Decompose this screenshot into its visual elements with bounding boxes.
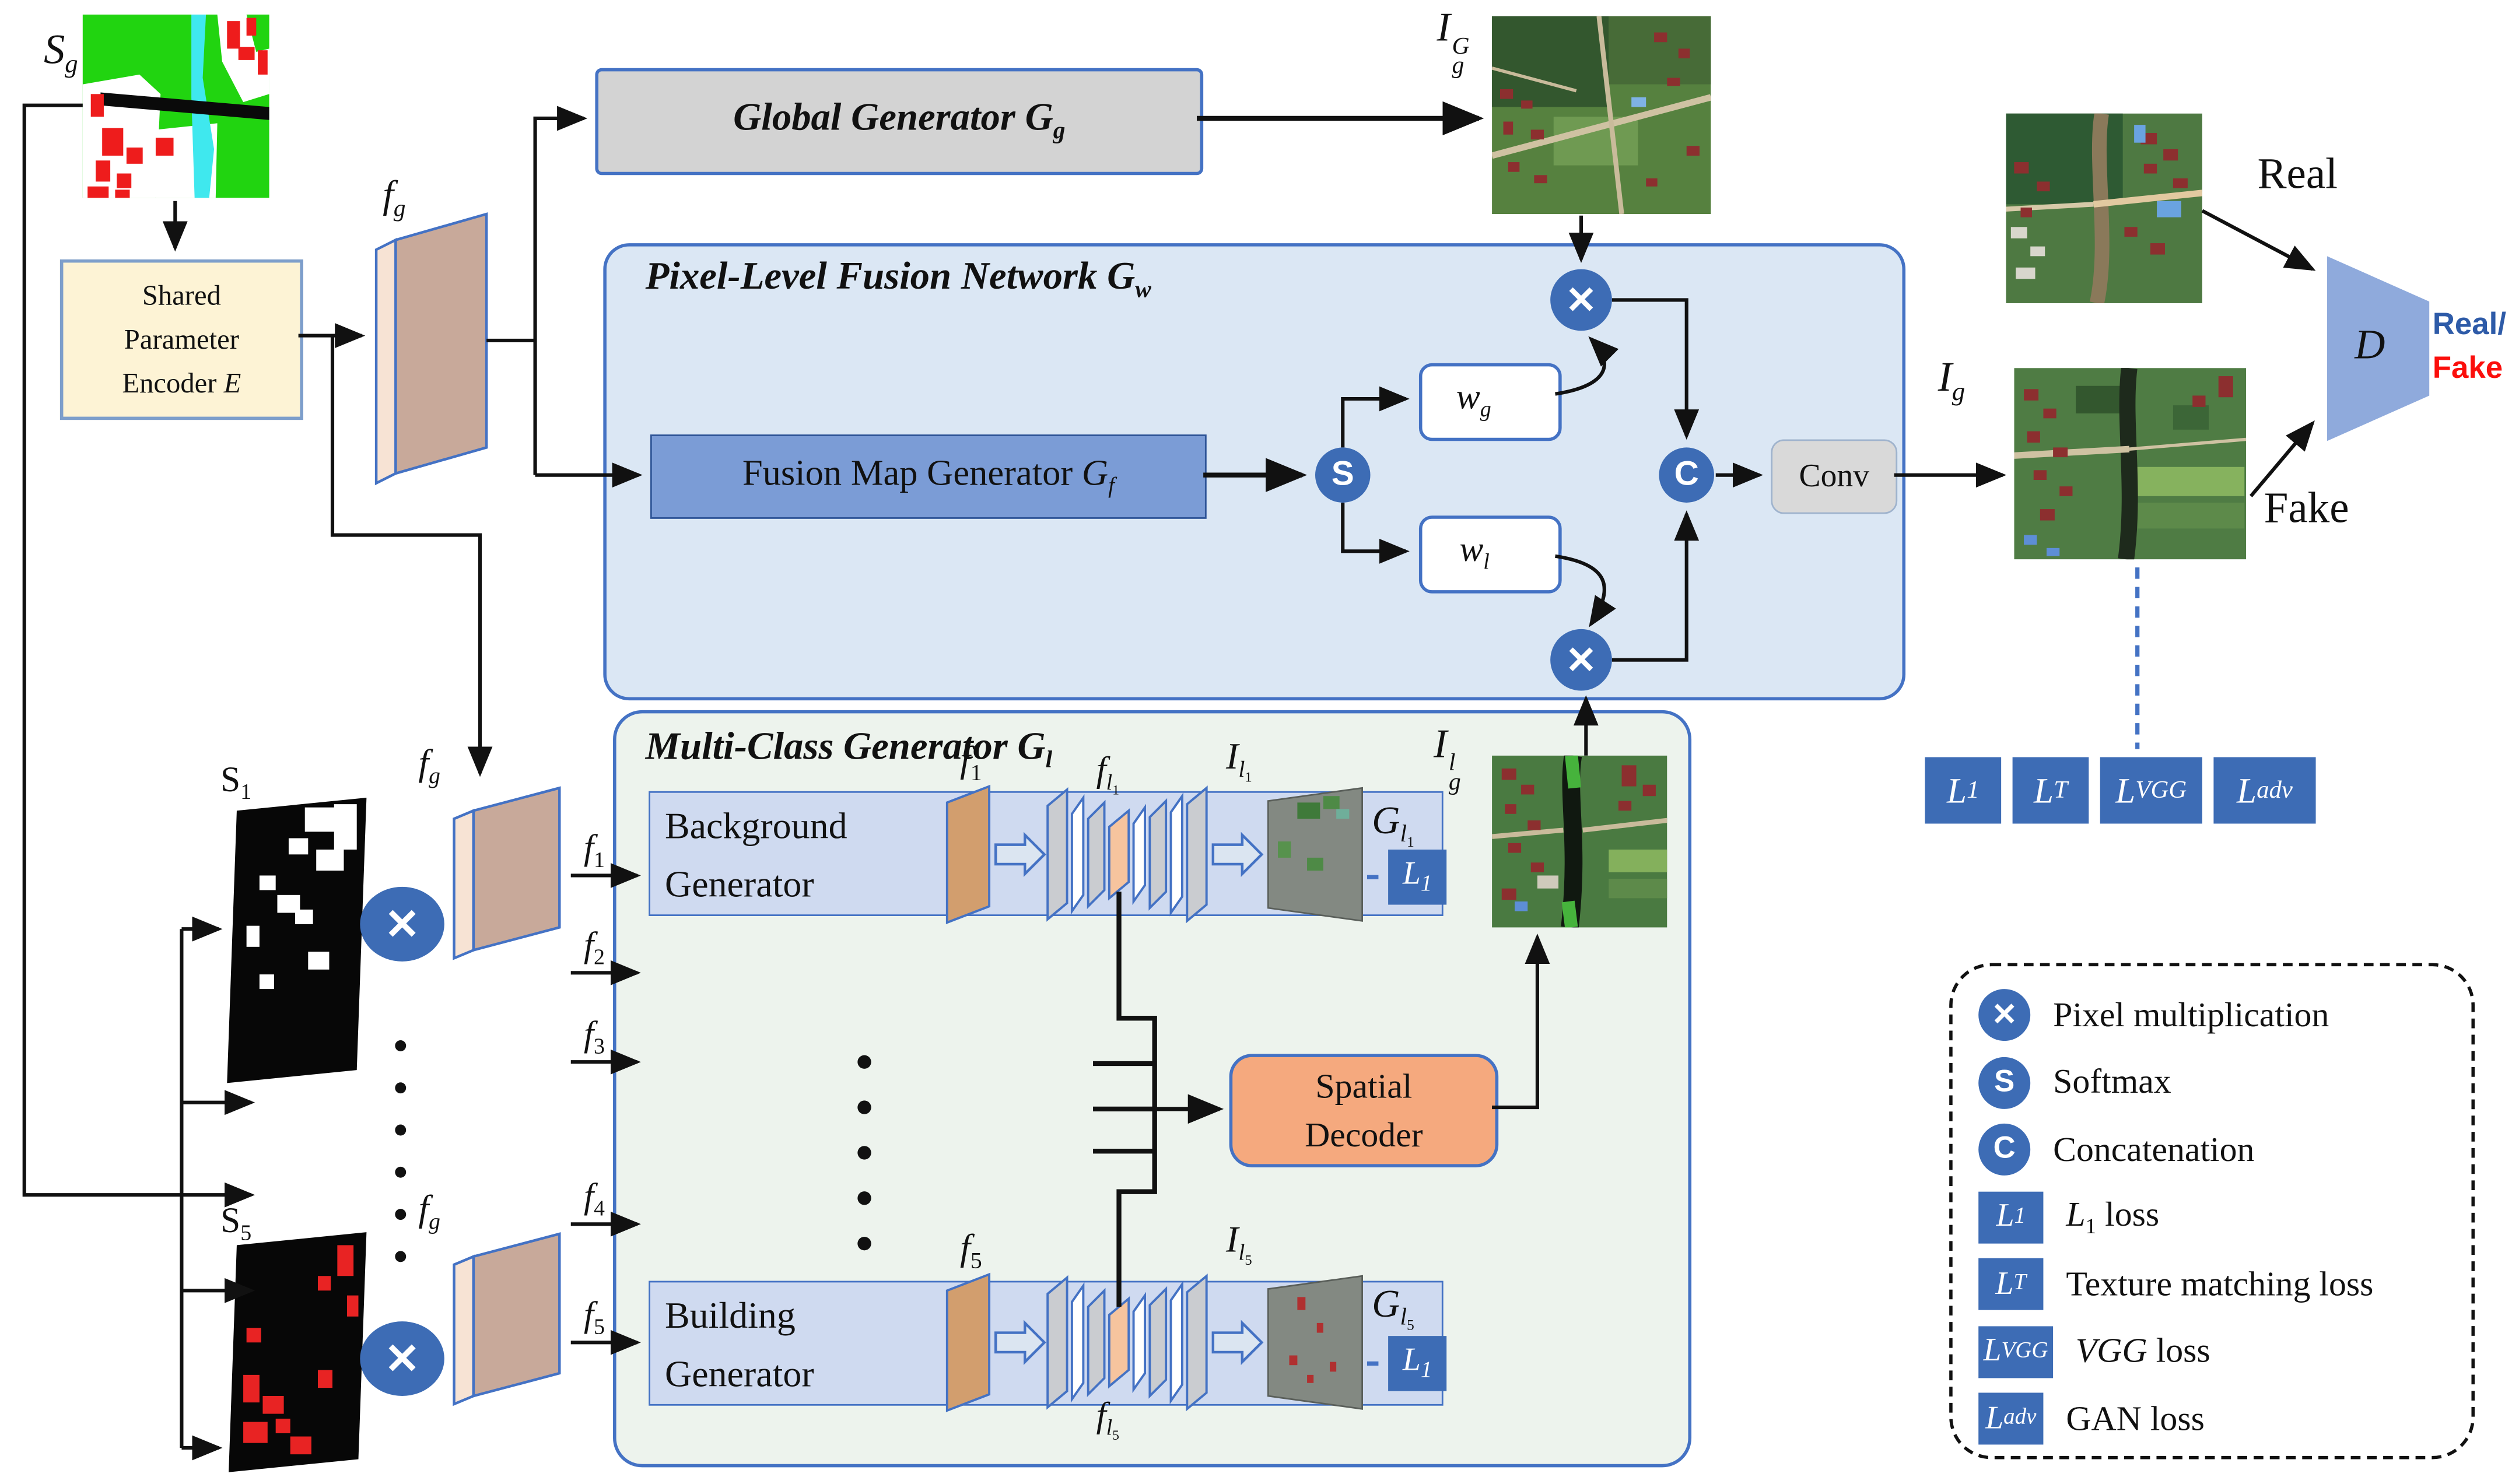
fg2-label: fg: [418, 742, 440, 790]
legend-label: GAN loss: [2066, 1398, 2205, 1437]
concat-icon: C: [1978, 1123, 2031, 1176]
legend-label: Pixel multiplication: [2053, 994, 2329, 1034]
discriminator-label: D: [2355, 321, 2385, 369]
legend-item: S Softmax: [1978, 1053, 2171, 1111]
f2-label: f2: [583, 924, 605, 970]
legend-item: C Concatenation: [1978, 1120, 2254, 1178]
gl5-label: Gl5: [1372, 1284, 1414, 1334]
multiply-icon: ✕: [360, 886, 444, 962]
f3-label: f3: [583, 1013, 605, 1059]
global-generator-box: Global Generator Gg: [595, 68, 1204, 176]
multiply-icon: ✕: [360, 1321, 444, 1397]
f1-label: f1: [583, 827, 605, 872]
sg-segmentation-map: [82, 15, 269, 198]
fg3-label: fg: [418, 1188, 440, 1236]
concat-icon: C: [1659, 447, 1714, 503]
discriminator-output-text: Real/ Fake: [2433, 305, 2506, 391]
fg-feature-map: [453, 1232, 561, 1406]
conv-box: Conv: [1771, 439, 1898, 514]
legend-label: Softmax: [2053, 1062, 2171, 1101]
legend-label: Texture matching loss: [2066, 1264, 2374, 1303]
igG-output-image: [1492, 16, 1711, 215]
multiply-icon: ✕: [1978, 989, 2031, 1041]
fake-label: Fake: [2264, 483, 2349, 532]
legend-label: Concatenation: [2053, 1129, 2255, 1169]
fake-out-text: Fake: [2432, 351, 2503, 385]
wg-label: wg: [1456, 376, 1491, 422]
f5-inner-label: f5: [960, 1227, 982, 1275]
l1-loss-tag: L1: [1388, 849, 1447, 905]
s1-label: S1: [220, 759, 252, 804]
sg-label: Sg: [44, 26, 78, 79]
f4-label: f4: [583, 1175, 605, 1221]
fusion-map-generator-box: Fusion Map Generator Gf: [650, 434, 1207, 519]
real-out-text: Real/: [2432, 308, 2507, 342]
fl1-label: fl1: [1096, 749, 1119, 798]
real-image: [2006, 113, 2202, 303]
f5-label: f5: [583, 1293, 605, 1339]
legend-item: ✕ Pixel multiplication: [1978, 986, 2329, 1044]
legend-label: L1 loss: [2066, 1194, 2160, 1238]
legend-label: VGG loss: [2075, 1331, 2210, 1370]
softmax-icon: S: [1978, 1056, 2031, 1108]
ig-label: Ig: [1938, 353, 1966, 406]
ig-fake-image: [2014, 368, 2246, 560]
s5-class-mask: [229, 1232, 367, 1472]
wl-label: wl: [1459, 528, 1490, 574]
fg1-label: fg: [383, 175, 406, 223]
softmax-icon: S: [1315, 447, 1371, 503]
il5-label: Il5: [1226, 1219, 1252, 1268]
il1-label: Il1: [1226, 736, 1252, 785]
real-label: Real: [2257, 149, 2338, 198]
wg-weight-box: [1418, 363, 1562, 441]
fg-feature-map: [374, 212, 488, 486]
multi-class-title: Multi-Class Generator Gl: [645, 726, 1053, 774]
gl1-label: Gl1: [1372, 801, 1414, 851]
fl5-label: fl5: [1096, 1394, 1119, 1443]
l1-loss-tag: L1: [1388, 1336, 1447, 1391]
multiply-icon: ✕: [1550, 629, 1612, 691]
fusion-network-title: Pixel-Level Fusion Network Gw: [645, 256, 1151, 304]
multiply-icon: ✕: [1550, 269, 1612, 331]
wl-weight-box: [1418, 515, 1562, 594]
f1-inner-label: f1: [960, 739, 982, 787]
s5-label: S5: [220, 1199, 252, 1245]
s1-class-mask: [227, 798, 367, 1083]
fg-feature-map: [453, 786, 561, 960]
